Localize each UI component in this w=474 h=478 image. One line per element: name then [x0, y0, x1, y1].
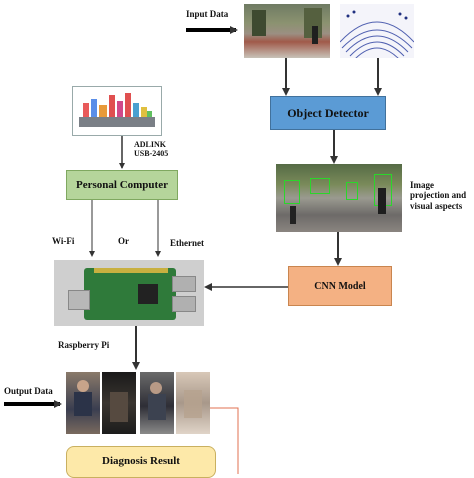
red-connector-line [210, 408, 238, 474]
